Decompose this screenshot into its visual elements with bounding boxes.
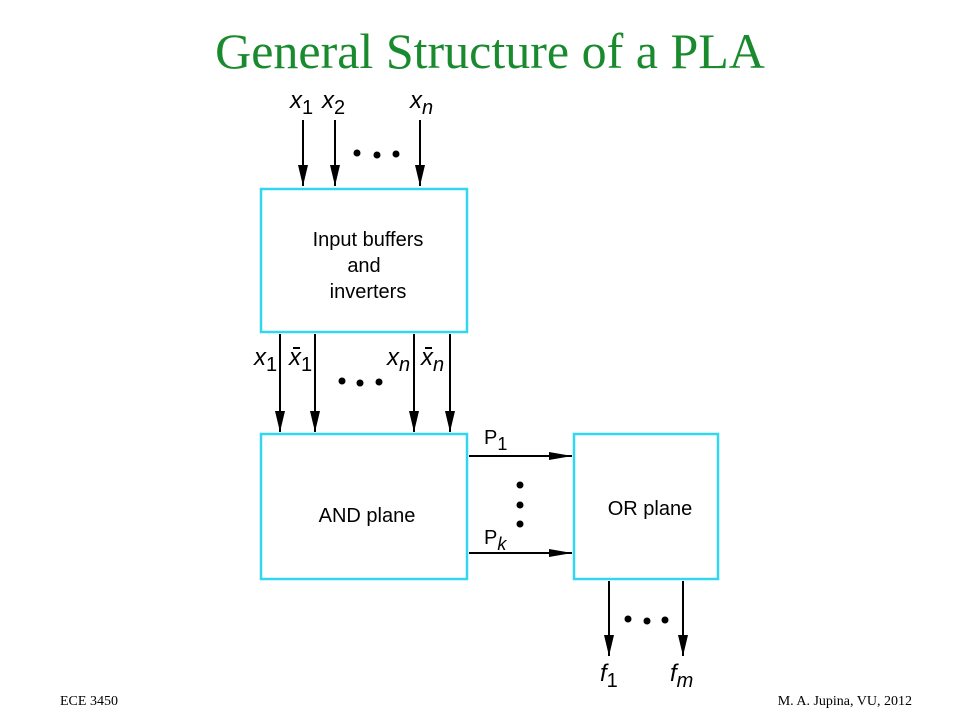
footer-course: ECE 3450 (60, 694, 118, 709)
product-ellipsis (516, 481, 524, 528)
and-plane-block (259, 432, 469, 581)
buffers-line-2: and (347, 255, 380, 277)
page-title: General Structure of a PLA (215, 23, 765, 79)
output-ellipsis (624, 615, 669, 625)
buffers-line-3: inverters (330, 281, 407, 303)
output-label-f1: f1 (600, 660, 618, 692)
buffer-output-label-xn: xn (386, 344, 410, 376)
buffer-output-label-xn-bar: xn (420, 344, 444, 376)
input-ellipsis (353, 149, 400, 159)
buffer-output-label-x1: x1 (253, 344, 277, 376)
input-label-x1: x1 (289, 87, 313, 119)
product-term-label-p1: P1 (484, 427, 507, 454)
buffer-ellipsis (338, 377, 383, 387)
or-plane-label: OR plane (608, 498, 693, 520)
and-plane-label: AND plane (319, 505, 416, 527)
buffers-line-1: Input buffers (313, 229, 424, 251)
product-term-label-pk: Pk (484, 527, 507, 554)
input-label-x2: x2 (321, 87, 345, 119)
buffer-output-label-x1-bar: x1 (288, 344, 312, 376)
or-plane-block (572, 432, 720, 581)
output-label-fm: fm (670, 660, 693, 692)
input-buffers-block (259, 187, 469, 334)
footer-author: M. A. Jupina, VU, 2012 (777, 694, 912, 709)
input-label-xn: xn (409, 87, 433, 119)
